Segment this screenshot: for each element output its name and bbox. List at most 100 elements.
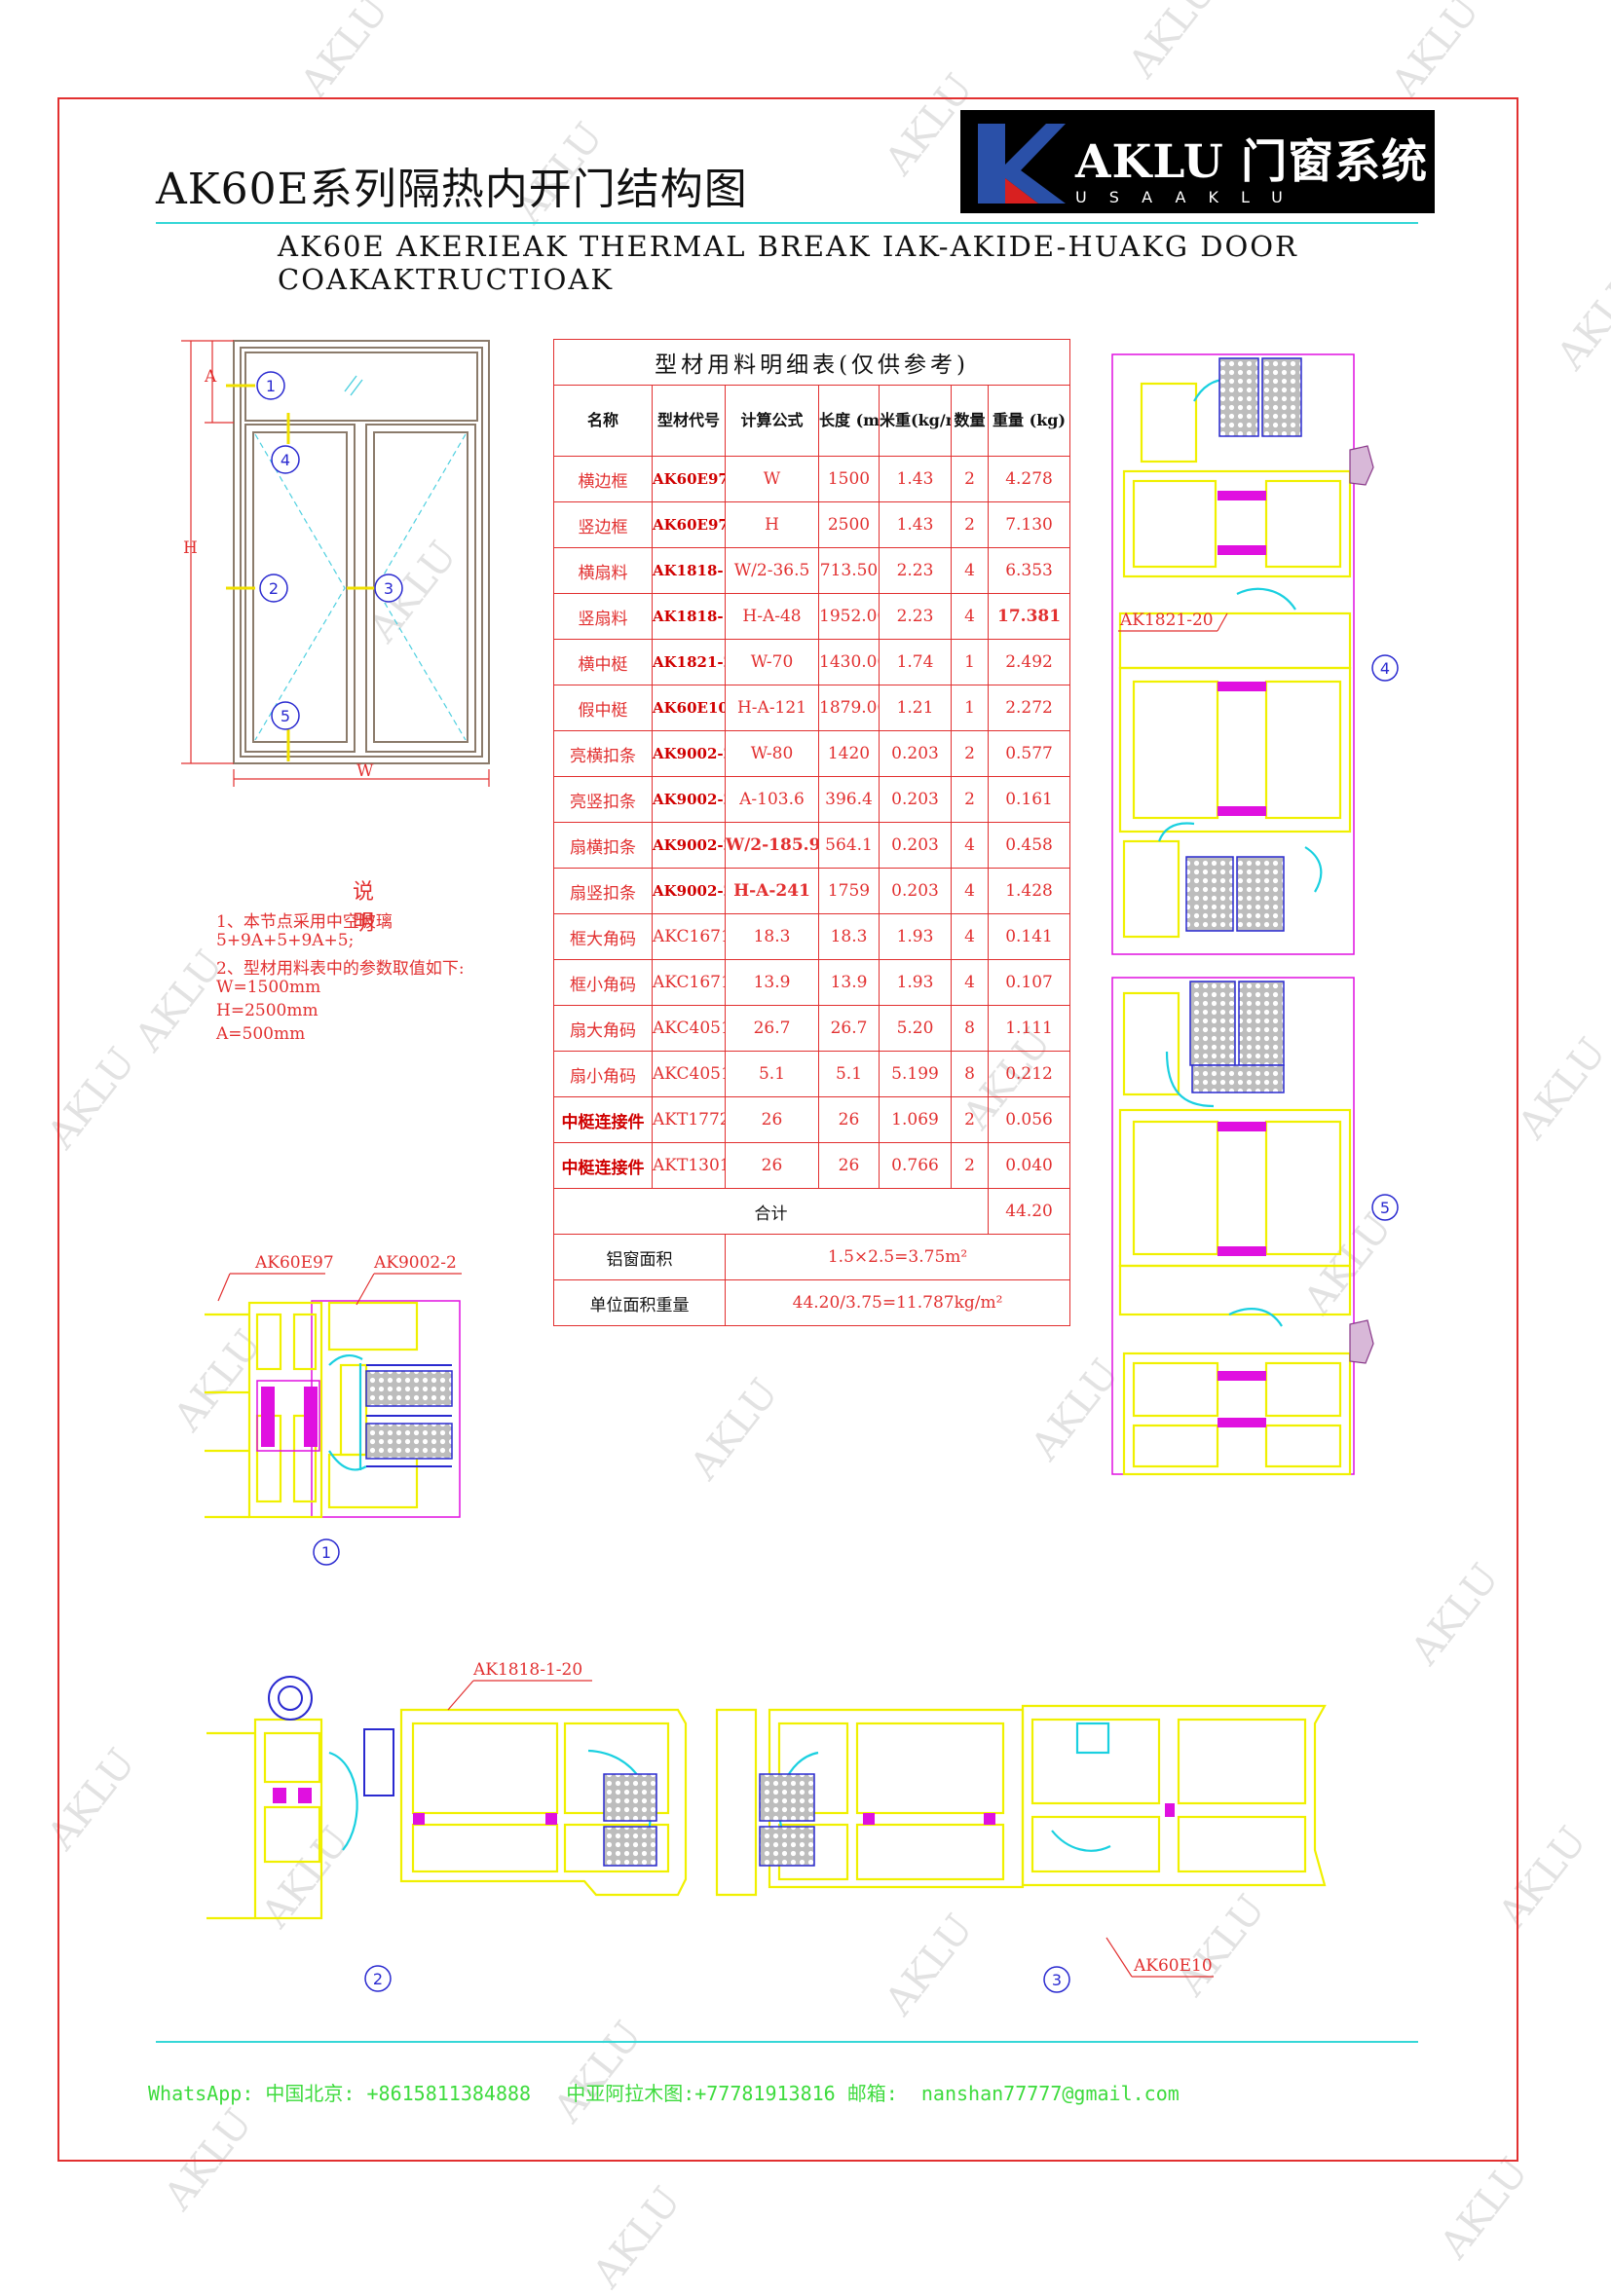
bom-cell-unit-weight: 2.23 bbox=[879, 547, 952, 594]
company-logo: AKLU 门窗系统 USAAKLU bbox=[960, 110, 1435, 213]
note-line: A=500mm bbox=[216, 1024, 306, 1044]
bom-cell-name: 中梃连接件 bbox=[553, 1142, 653, 1189]
bom-cell-code: AK1818-1-20 bbox=[652, 547, 726, 594]
bom-cell-weight: 6.353 bbox=[987, 547, 1071, 594]
dimension-a: A bbox=[204, 367, 217, 387]
bom-cell-unit-weight: 1.43 bbox=[879, 501, 952, 548]
bom-cell-name: 竖扇料 bbox=[553, 593, 653, 640]
section-2-3-label-sash: AK1818-1-20 bbox=[472, 1660, 582, 1680]
note-line: 2、型材用料表中的参数取值如下: bbox=[216, 959, 465, 979]
bom-cell-name: 横中梃 bbox=[553, 639, 653, 685]
bom-cell-formula: H-A-241 bbox=[725, 868, 819, 914]
section-5-number: 5 bbox=[1380, 1199, 1390, 1217]
footer-divider bbox=[156, 2041, 1418, 2043]
section-1-number: 1 bbox=[321, 1543, 331, 1562]
bom-cell-name: 扇横扣条 bbox=[553, 822, 653, 869]
bom-cell-code: AK1818-1-20 bbox=[652, 593, 726, 640]
section-1-drawing bbox=[205, 1300, 461, 1519]
section-4-5-drawing bbox=[1111, 353, 1374, 1476]
section-4-5-label: AK1821-20 bbox=[1119, 611, 1214, 630]
page-subtitle: AK60E AKERIEAK THERMAL BREAK IAK-AKIDE-H… bbox=[278, 230, 1298, 296]
bom-cell-formula: W/2-36.5 bbox=[725, 547, 819, 594]
logo-mark-icon bbox=[978, 124, 1066, 204]
bom-cell-formula: W-80 bbox=[725, 730, 819, 777]
bom-cell-weight: 0.141 bbox=[987, 913, 1071, 960]
bom-cell-code: AK9002-2 bbox=[652, 822, 726, 869]
section-2-number: 2 bbox=[373, 1970, 383, 1988]
bom-cell-qty: 2 bbox=[951, 776, 989, 823]
bom-cell-formula: 26 bbox=[725, 1142, 819, 1189]
bom-cell-formula: A-103.6 bbox=[725, 776, 819, 823]
bom-cell-length: 1879.00 bbox=[818, 685, 880, 731]
bom-cell-length: 713.50 bbox=[818, 547, 880, 594]
dimension-w: W bbox=[356, 761, 374, 781]
bom-cell-weight: 0.161 bbox=[987, 776, 1071, 823]
bom-cell-formula: 26.7 bbox=[725, 1005, 819, 1052]
bom-cell-length: 1952.00 bbox=[818, 593, 880, 640]
bom-cell-unit-weight: 1.93 bbox=[879, 913, 952, 960]
bom-cell-code: AKC4051 bbox=[652, 1005, 726, 1052]
bom-cell-weight: 2.272 bbox=[987, 685, 1071, 731]
bom-area-label: 铝窗面积 bbox=[553, 1234, 726, 1280]
elevation-marker-2: 2 bbox=[269, 579, 279, 598]
bom-cell-unit-weight: 1.93 bbox=[879, 959, 952, 1006]
elevation-marker-5: 5 bbox=[281, 707, 290, 725]
bom-cell-code: AKC1671 bbox=[652, 959, 726, 1006]
bom-cell-unit-weight: 0.203 bbox=[879, 730, 952, 777]
note-line: H=2500mm bbox=[216, 1001, 318, 1020]
bom-cell-name: 扇大角码 bbox=[553, 1005, 653, 1052]
contact-info: WhatsApp: 中国北京: +8615811384888 中亚阿拉木图:+7… bbox=[148, 2082, 1180, 2105]
bom-column-header: 数量 bbox=[951, 385, 989, 457]
note-line: 5+9A+5+9A+5; bbox=[216, 931, 355, 950]
bom-cell-code: AKC1671 bbox=[652, 913, 726, 960]
bom-cell-qty: 2 bbox=[951, 1142, 989, 1189]
drawing-border bbox=[57, 97, 1518, 2162]
bom-cell-name: 亮横扣条 bbox=[553, 730, 653, 777]
dimension-h: H bbox=[183, 538, 198, 558]
section-3-number: 3 bbox=[1052, 1971, 1062, 1989]
bom-cell-unit-weight: 5.199 bbox=[879, 1051, 952, 1097]
bom-cell-weight: 0.056 bbox=[987, 1096, 1071, 1143]
section-1-label-bead: AK9002-2 bbox=[373, 1253, 457, 1273]
bom-cell-name: 假中梃 bbox=[553, 685, 653, 731]
bom-unit-weight-value: 44.20/3.75=11.787kg/m² bbox=[724, 1279, 1071, 1326]
bom-area-value: 1.5×2.5=3.75m² bbox=[724, 1234, 1071, 1280]
bom-cell-formula: H-A-121 bbox=[725, 685, 819, 731]
note-line: W=1500mm bbox=[216, 978, 321, 997]
logo-text: AKLU 门窗系统 bbox=[1075, 135, 1429, 189]
door-elevation bbox=[233, 340, 490, 764]
bom-cell-length: 26.7 bbox=[818, 1005, 880, 1052]
note-line: 1、本节点采用中空玻璃 bbox=[216, 912, 393, 932]
bom-cell-formula: 13.9 bbox=[725, 959, 819, 1006]
bom-cell-unit-weight: 1.21 bbox=[879, 685, 952, 731]
bom-cell-unit-weight: 1.069 bbox=[879, 1096, 952, 1143]
section-4-number: 4 bbox=[1380, 659, 1390, 678]
bom-cell-length: 564.1 bbox=[818, 822, 880, 869]
bom-cell-formula: W bbox=[725, 456, 819, 502]
bom-cell-weight: 1.111 bbox=[987, 1005, 1071, 1052]
bom-cell-code: AKT1772 bbox=[652, 1096, 726, 1143]
bom-cell-code: AK9002-2 bbox=[652, 730, 726, 777]
bom-column-header: 重量 (kg) bbox=[987, 385, 1071, 457]
bom-cell-length: 5.1 bbox=[818, 1051, 880, 1097]
bom-cell-qty: 8 bbox=[951, 1005, 989, 1052]
elevation-marker-4: 4 bbox=[281, 451, 290, 469]
page-title: AK60E系列隔热内开门结构图 bbox=[156, 165, 748, 214]
bom-cell-length: 2500 bbox=[818, 501, 880, 548]
bom-cell-code: AK60E97 bbox=[652, 501, 726, 548]
bom-cell-length: 26 bbox=[818, 1096, 880, 1143]
elevation-marker-3: 3 bbox=[384, 579, 393, 598]
logo-subtext: USAAKLU bbox=[1075, 188, 1305, 206]
elevation-marker-1: 1 bbox=[266, 377, 276, 395]
